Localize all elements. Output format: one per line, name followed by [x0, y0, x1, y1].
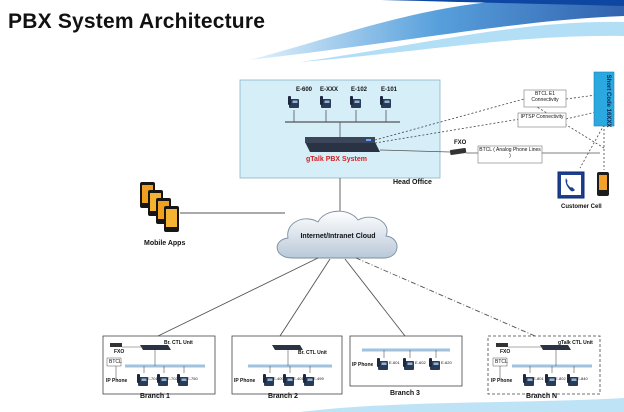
iptsp-box: [517, 112, 567, 128]
connectivity-lines: [374, 94, 605, 170]
extension-label: E-102: [351, 87, 368, 93]
footer-wave: [300, 398, 624, 412]
cloud-shape: [276, 210, 398, 259]
extension-label: E-840: [577, 376, 588, 381]
short-code-box: [593, 71, 615, 127]
btcl-analog-box: [477, 145, 543, 164]
mobile-apps-label: Mobile Apps: [144, 240, 186, 247]
mobile-apps-icon: [140, 182, 179, 232]
btcl-e1-box: [523, 89, 567, 108]
extension-label: E-701: [147, 376, 158, 381]
landline-phone-icon: [557, 171, 585, 199]
mobile-phone-icon: [597, 172, 609, 196]
pbx-fxo-link: [379, 149, 451, 153]
fxo-label: FXO: [454, 140, 467, 146]
branch-1-label: Branch 1: [140, 393, 170, 400]
extension-label: E-600: [296, 87, 313, 93]
iptsp-label: IPTSP Connectivity: [520, 114, 564, 120]
branch-n-devices: [492, 343, 592, 378]
extension-label: E-702: [167, 376, 178, 381]
extension-label: E-499: [313, 376, 324, 381]
branch-n-fxo-label: FXO: [500, 349, 511, 355]
extension-label: E-601: [389, 360, 400, 365]
extension-label: E-401: [293, 376, 304, 381]
extension-label: E-620: [441, 360, 452, 365]
extension-label: E-101: [381, 87, 398, 93]
pbx-device-icon: [305, 137, 380, 152]
customer-cell-label: Customer Cell: [561, 204, 602, 210]
extension-drops: [293, 110, 387, 138]
branch-n-btcl-label: BTCL: [495, 359, 508, 365]
branch-1-ip-phone-label: IP Phone: [106, 378, 128, 384]
branch-3-devices: [362, 348, 450, 358]
extension-label: E-602: [415, 360, 426, 365]
branch-2-ip-phone-label: IP Phone: [234, 378, 256, 384]
btcl-e1-label: BTCL E1 Connectivity: [531, 91, 559, 103]
pbx-label: gTalk PBX System: [306, 156, 367, 163]
branch-2-label: Branch 2: [268, 393, 298, 400]
branch-1-btcl-label: BTCL: [109, 359, 122, 365]
btcl-analog-label: BTCL ( Analog Phone Lines ): [479, 147, 541, 159]
extension-label: E-802: [555, 376, 566, 381]
branch-n-unit-label: gTalk CTL Unit: [558, 340, 593, 346]
cloud-label: Internet/Intranet Cloud: [300, 233, 376, 240]
branch-2-devices: [248, 345, 332, 373]
extension-label: E-801: [533, 376, 544, 381]
branch-2-unit-label: Br. CTL Unit: [298, 350, 327, 356]
head-office-label: Head Office: [393, 179, 432, 186]
extension-label: E-750: [187, 376, 198, 381]
branch-1-fxo-label: FXO: [114, 349, 125, 355]
cloud-branch-links: [157, 257, 536, 337]
branch-1-unit-label: Br. CTL Unit: [164, 340, 193, 346]
header-wave-decoration: [250, 0, 624, 62]
branch-n-ip-phone-label: IP Phone: [491, 378, 513, 384]
branch-1-devices: [106, 343, 205, 378]
extension-label: E-XXX: [320, 87, 339, 93]
short-code-label: Short Code 16XXX: [605, 74, 611, 128]
branch-3-label: Branch 3: [390, 390, 420, 397]
extension-label: E-400: [273, 376, 284, 381]
page-title: PBX System Architecture: [8, 10, 266, 33]
branch-3-ip-phone-label: IP Phone: [352, 362, 374, 368]
branch-n-label: Branch N: [526, 393, 558, 400]
fxo-device-icon: [449, 148, 467, 155]
